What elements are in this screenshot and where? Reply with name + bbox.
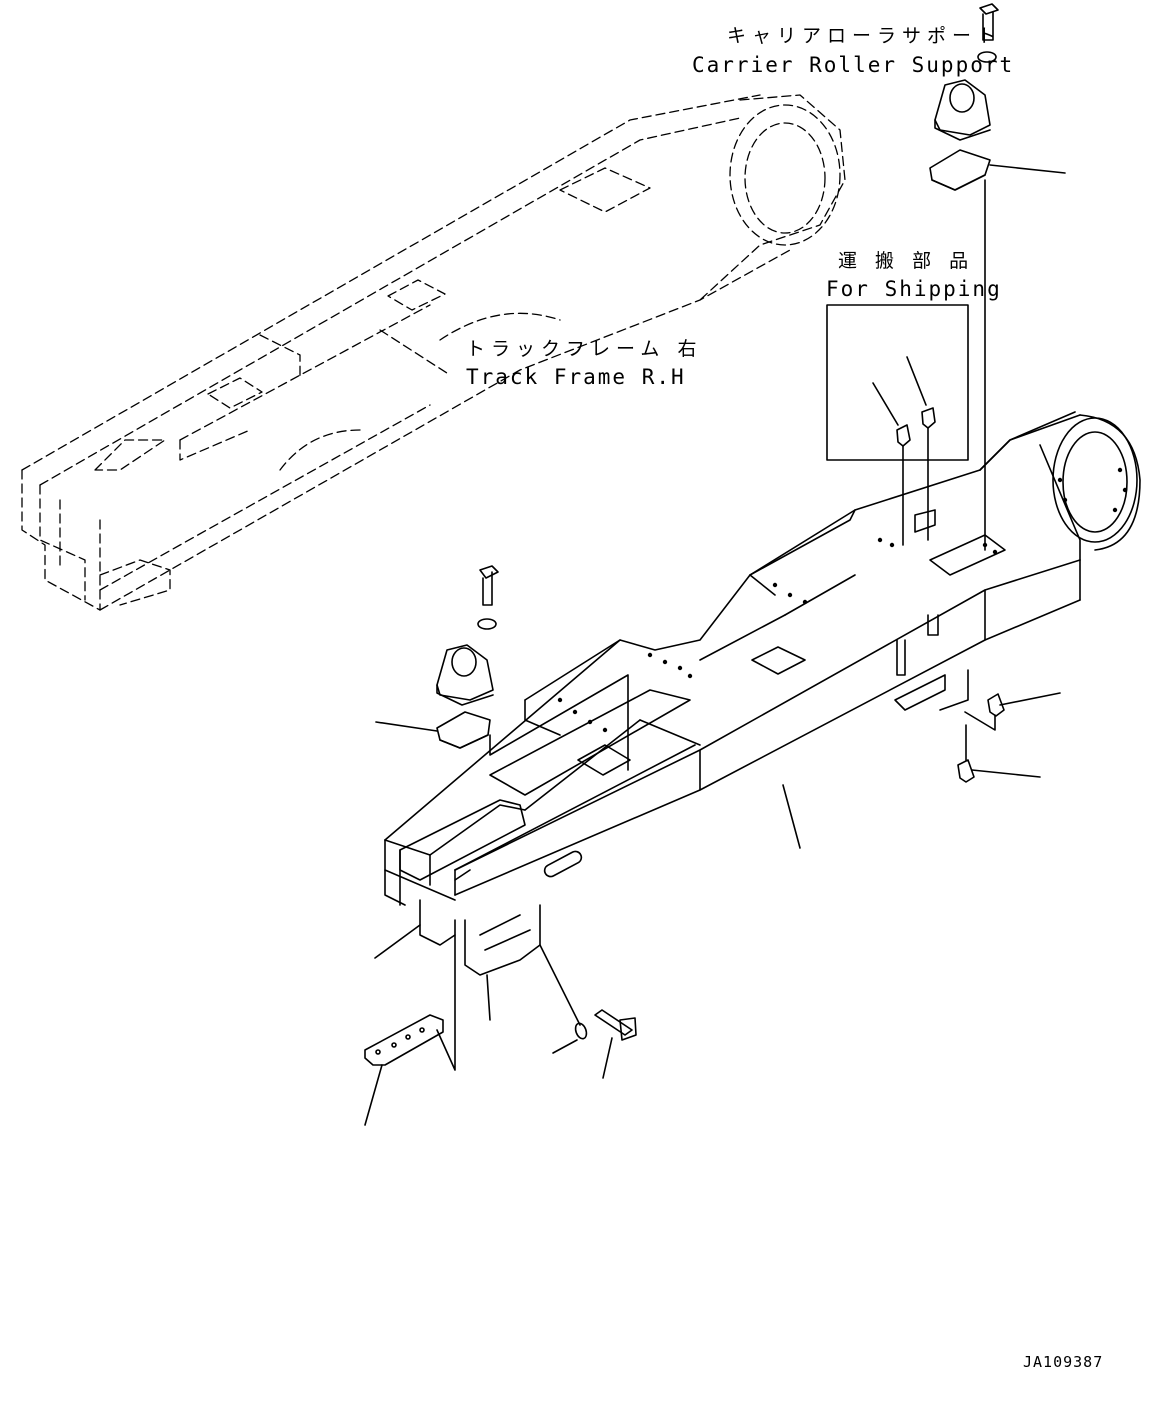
track-frame-left[interactable] [384,411,1141,976]
grease-fittings-right[interactable] [939,669,1061,783]
carrier-roller-support-top[interactable] [929,3,1066,551]
lug-leader-line [486,974,491,1021]
frame-bolt-holes [557,467,1128,733]
track-frame-label-jp: トラックフレーム 右 [466,338,703,360]
bottom-bolt[interactable] [594,1009,637,1079]
carrier-roller-support-left[interactable] [375,565,629,771]
drawing-code: JA109387 [1023,1353,1104,1371]
track-frame-label-en: Track Frame R.H [466,365,686,389]
for-shipping-box [826,304,969,546]
frame-leader-line [782,784,801,849]
carrier-roller-support-label-en: Carrier Roller Support [692,53,1015,77]
bottom-guard-plate[interactable] [364,919,456,1126]
carrier-roller-support-label-jp: キャリアローラサポート [727,25,1003,47]
for-shipping-label-jp: 運 搬 部 品 [838,250,975,272]
ghost-track-frame-right [21,94,846,611]
for-shipping-label-en: For Shipping [826,277,1002,301]
bottom-washer[interactable] [539,944,588,1054]
